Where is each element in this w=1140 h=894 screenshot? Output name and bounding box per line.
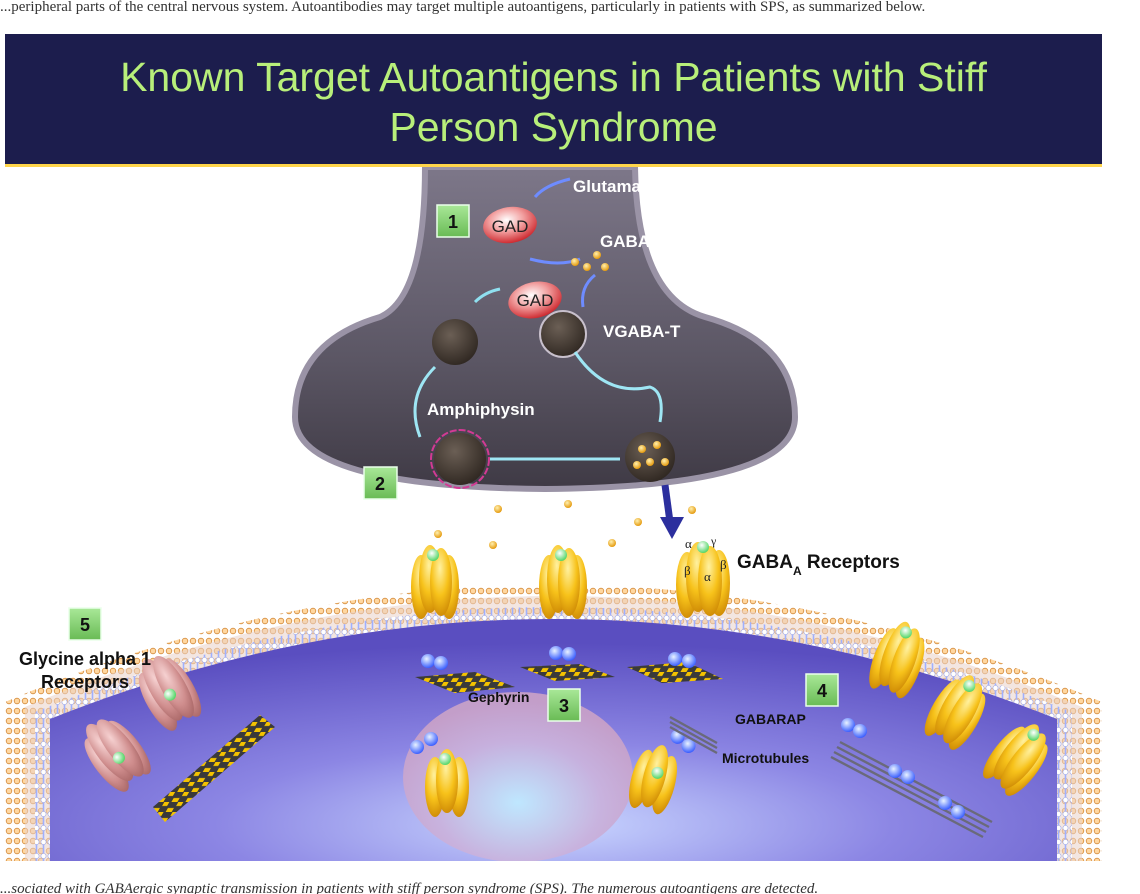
glycine-receptor [138, 655, 202, 731]
vesicle [432, 319, 478, 365]
gaba-molecule [633, 461, 641, 469]
gephyrin-scaffold [627, 652, 723, 683]
title-banner: Known Target Autoantigens in Patients wi… [5, 34, 1102, 167]
synaptic-gaba [434, 500, 704, 554]
gaba-molecule [661, 458, 669, 466]
svg-text:3: 3 [559, 696, 569, 716]
amphiphysin-label: Amphiphysin [427, 400, 535, 419]
gaba-label: GABA [600, 232, 650, 251]
gaba-molecule [571, 258, 579, 266]
marker-2: 2 [363, 466, 398, 500]
microtubules-label: Microtubules [722, 750, 809, 766]
figure-title: Known Target Autoantigens in Patients wi… [5, 52, 1102, 152]
marker-4: 4 [805, 673, 839, 707]
amphiphysin-vesicle [430, 429, 490, 489]
gaba-molecule [601, 263, 609, 271]
gabaa-receptor [924, 675, 986, 750]
gabarap-proteins [841, 718, 965, 819]
gabarap-label: GABARAP [735, 711, 806, 727]
vesicle-vgabat [539, 310, 587, 358]
internalized-gabaa-receptor [410, 732, 469, 817]
alpha-subunit-label: α [704, 569, 711, 584]
presynaptic-terminal [291, 167, 799, 539]
gad-label: GAD [492, 217, 529, 236]
svg-text:4: 4 [817, 681, 827, 701]
gad-enzyme: GAD [483, 206, 537, 244]
svg-text:5: 5 [80, 615, 90, 635]
gabaa-receptor [983, 724, 1048, 796]
gabaa-receptor [539, 545, 587, 619]
glycine-receptor [84, 719, 151, 792]
release-arrowhead [660, 517, 684, 539]
gabaa-receptor [869, 621, 925, 699]
gaba-molecule [593, 251, 601, 259]
marker-1: 1 [436, 204, 470, 238]
autoantigen-diagram: GAD GAD α γ β α β [5, 167, 1102, 861]
gaba-molecule [653, 441, 661, 449]
page-bottom-text: ...sociated with GABAergic synaptic tran… [0, 881, 819, 894]
gad-label: GAD [517, 291, 554, 310]
gephyrin-scaffold [520, 646, 615, 681]
gephyrin-label: Gephyrin [468, 689, 529, 705]
beta-subunit-label: β [684, 563, 691, 578]
gamma-subunit-label: γ [710, 534, 717, 548]
beta-subunit-label: β [720, 557, 727, 572]
gabaa-receptors-label: GABAA Receptors [737, 552, 900, 578]
glutamate-label: Glutamate [573, 177, 656, 196]
gaba-molecule [646, 458, 654, 466]
alpha-subunit-label: α [685, 536, 692, 551]
title-line-2: Person Syndrome [389, 104, 718, 150]
vesicle-filled [625, 432, 675, 482]
glycine-label-line-2: Receptors [41, 672, 129, 692]
nucleus [403, 692, 633, 861]
title-line-1: Known Target Autoantigens in Patients wi… [120, 54, 987, 100]
gephyrin-scaffold [415, 654, 515, 693]
gabaa-receptor-labeled: α γ β α β [676, 534, 730, 618]
recycle-arrow [473, 287, 501, 304]
postsynaptic-cell [5, 584, 1102, 861]
glutamate-arrow [533, 177, 571, 199]
gad-enzyme: GAD [508, 281, 562, 319]
glycine-label-line-1: Glycine alpha 1 [19, 649, 151, 669]
gabaa-receptor [411, 545, 459, 619]
marker-5: 5 [68, 607, 102, 641]
release-arrow [661, 484, 674, 523]
svg-text:1: 1 [448, 212, 458, 232]
gaba-molecule [638, 445, 646, 453]
vgabat-label: VGABA-T [603, 322, 681, 341]
glycine-gephyrin-scaffold [153, 715, 275, 822]
page-top-text: ...peripheral parts of the central nervo… [0, 0, 926, 15]
marker-3: 3 [547, 688, 581, 722]
refill-arrow [413, 365, 437, 438]
internalized-gabaa-receptor [629, 729, 696, 815]
gaba-molecule [583, 263, 591, 271]
vesicle-path-arrow [573, 351, 663, 423]
svg-text:2: 2 [375, 474, 385, 494]
transport-arrow [581, 273, 596, 308]
